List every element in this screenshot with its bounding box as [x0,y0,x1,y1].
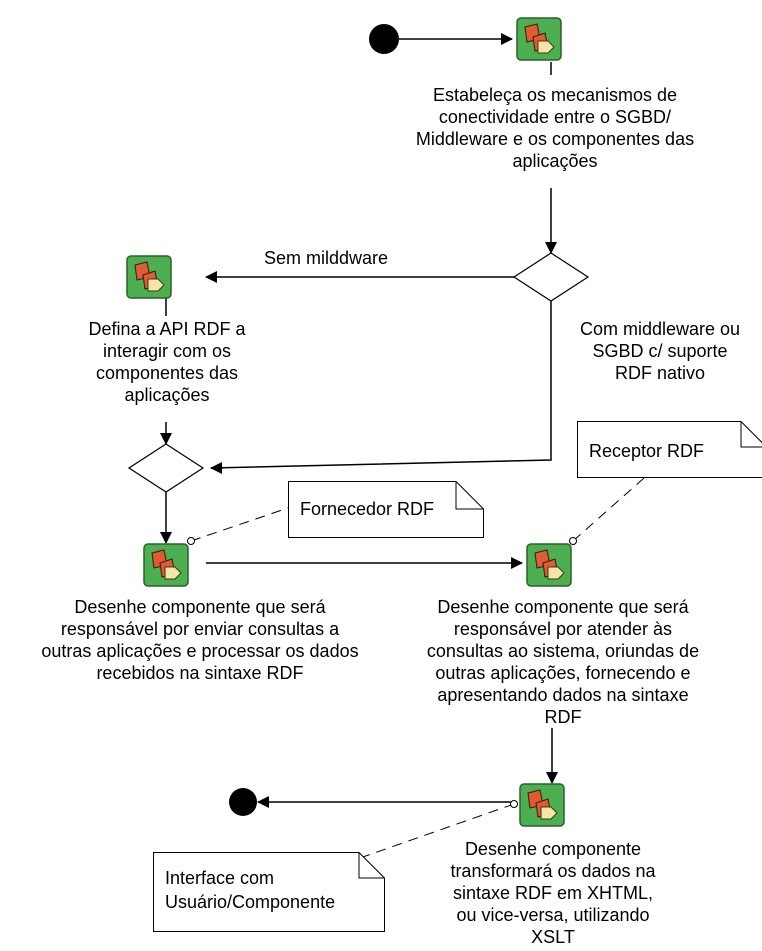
note-text: Receptor RDF [589,441,705,461]
note-text: Fornecedor RDF [300,499,435,519]
note-interface-usuario: Interface com Usuário/Componente [153,852,385,932]
activity-label-sender-component: Desenhe componente que será responsável … [41,597,359,683]
decision-node-middleware [512,252,590,302]
activity-icon[interactable] [526,543,572,587]
initial-node [369,24,399,54]
flow-decision1-to-decision2 [210,301,552,469]
activity-label-transform-component: Desenhe componente transformará os dados… [450,839,656,947]
activity-icon[interactable] [519,783,565,827]
activity-label-receiver-component: Desenhe componente que será responsável … [426,597,700,727]
note-text: Interface com Usuário/Componente [165,868,336,912]
note-receptor-rdf: Receptor RDF [577,421,762,478]
final-node [229,788,257,816]
decision-node-merge [127,443,205,493]
activity-label-define-api: Defina a API RDF a interagir com os comp… [88,319,246,405]
activity-label-connectivity: Estabeleça os mecanismos de conectividad… [415,85,695,171]
activity-icon[interactable] [143,543,189,587]
guard-label-no-middleware: Sem milddware [264,248,389,268]
anchor-fornecedor [190,507,289,542]
anchor-receptor [572,477,645,542]
activity-icon[interactable] [126,255,172,299]
note-fornecedor-rdf: Fornecedor RDF [288,481,484,538]
activity-icon[interactable] [516,17,562,61]
guard-label-with-middleware: Com middleware ou SGBD c/ suporte RDF na… [579,319,741,383]
